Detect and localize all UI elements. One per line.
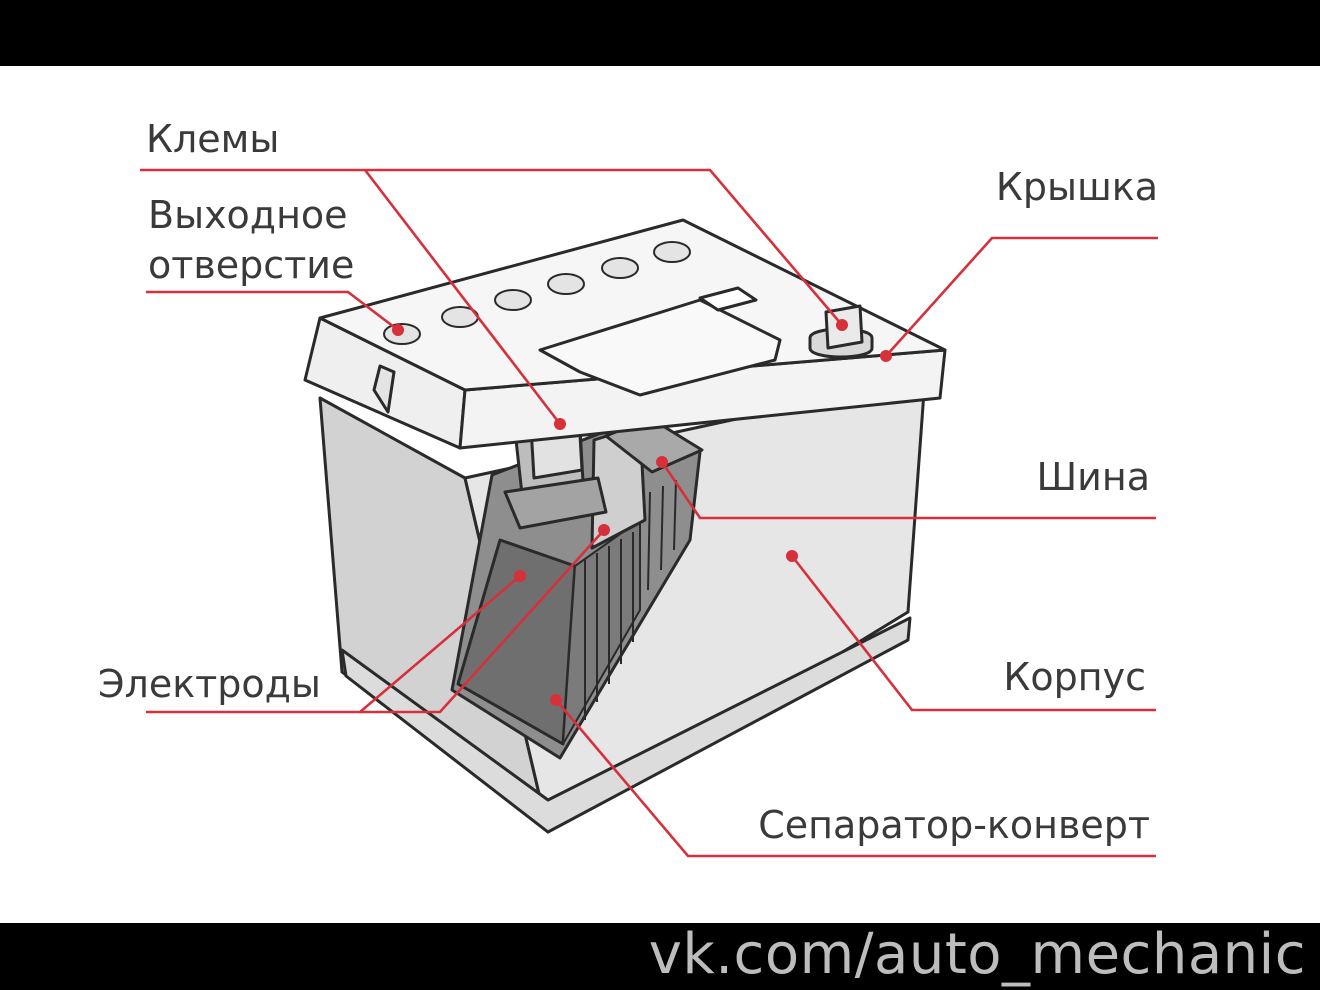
lid-handle-slot bbox=[698, 286, 758, 312]
vent-cap-icon bbox=[494, 289, 532, 311]
vent-cap-icon bbox=[601, 257, 639, 279]
leader-dot bbox=[598, 524, 610, 536]
leader-dot bbox=[392, 324, 404, 336]
lid-top bbox=[318, 218, 947, 392]
lid-notch bbox=[372, 364, 396, 414]
label-separator: Сепаратор-конверт bbox=[758, 803, 1150, 847]
case-bottom-rim bbox=[340, 616, 912, 834]
label-electrodes: Электроды bbox=[98, 662, 321, 706]
leader-terminals bbox=[140, 168, 843, 326]
label-bus: Шина bbox=[1037, 455, 1150, 499]
leader-dot bbox=[836, 319, 848, 331]
inner-terminal-base bbox=[503, 476, 608, 530]
leader-separator bbox=[555, 699, 1156, 858]
leader-case bbox=[790, 555, 1156, 712]
label-lid: Крышка bbox=[996, 165, 1158, 209]
leader-dot bbox=[786, 550, 798, 562]
labels: Клемы Выходное отверстие Крышка Шина Эле… bbox=[98, 117, 1158, 847]
leader-dot bbox=[656, 456, 668, 468]
leader-dot bbox=[550, 694, 562, 706]
label-case: Корпус bbox=[1003, 655, 1146, 699]
leader-electrodes-b bbox=[360, 529, 605, 714]
watermark: vk.com/auto_mechanic bbox=[648, 922, 1306, 987]
leader-terminals-left bbox=[363, 169, 562, 425]
battery-illustration bbox=[303, 218, 947, 834]
label-terminals: Клемы bbox=[146, 117, 279, 161]
leader-bus bbox=[660, 461, 1156, 520]
electrode-plate-lines bbox=[584, 479, 677, 720]
leader-dot bbox=[514, 570, 526, 582]
vent-cap-icon bbox=[547, 273, 585, 295]
vent-cap-icon bbox=[653, 241, 691, 263]
lid-center-panel bbox=[538, 298, 782, 397]
leader-lid bbox=[885, 236, 1158, 357]
label-vent-line1: Выходное bbox=[148, 193, 348, 237]
leader-dot bbox=[880, 350, 892, 362]
leader-vent bbox=[146, 290, 399, 332]
leader-dot bbox=[554, 418, 566, 430]
leader-lines bbox=[140, 168, 1158, 858]
label-vent-line2: отверстие bbox=[148, 243, 354, 287]
